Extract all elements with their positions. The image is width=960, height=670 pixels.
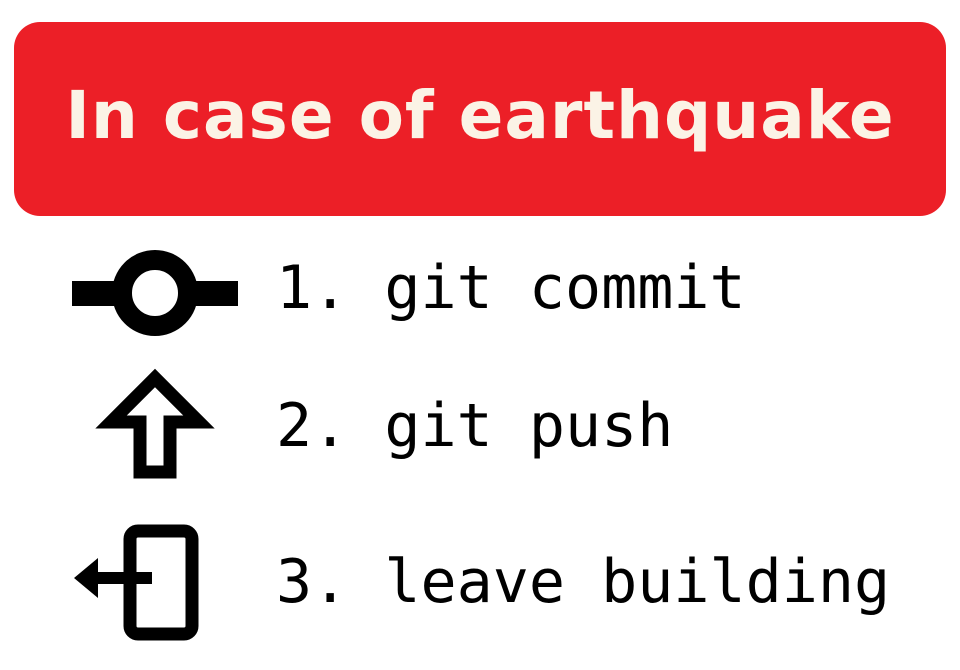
step-commit: 1. git commit [0,228,960,348]
step-push: 2. git push [0,366,960,486]
step-leave-label: 3. leave building [276,547,891,617]
git-commit-icon [60,228,250,348]
step-commit-label: 1. git commit [276,253,746,323]
exit-door-icon [60,522,250,642]
push-arrow-icon [60,366,250,486]
banner-title: In case of earthquake [65,76,895,154]
step-leave: 3. leave building [0,522,960,642]
step-push-label: 2. git push [276,391,674,461]
warning-banner: In case of earthquake [14,22,946,216]
